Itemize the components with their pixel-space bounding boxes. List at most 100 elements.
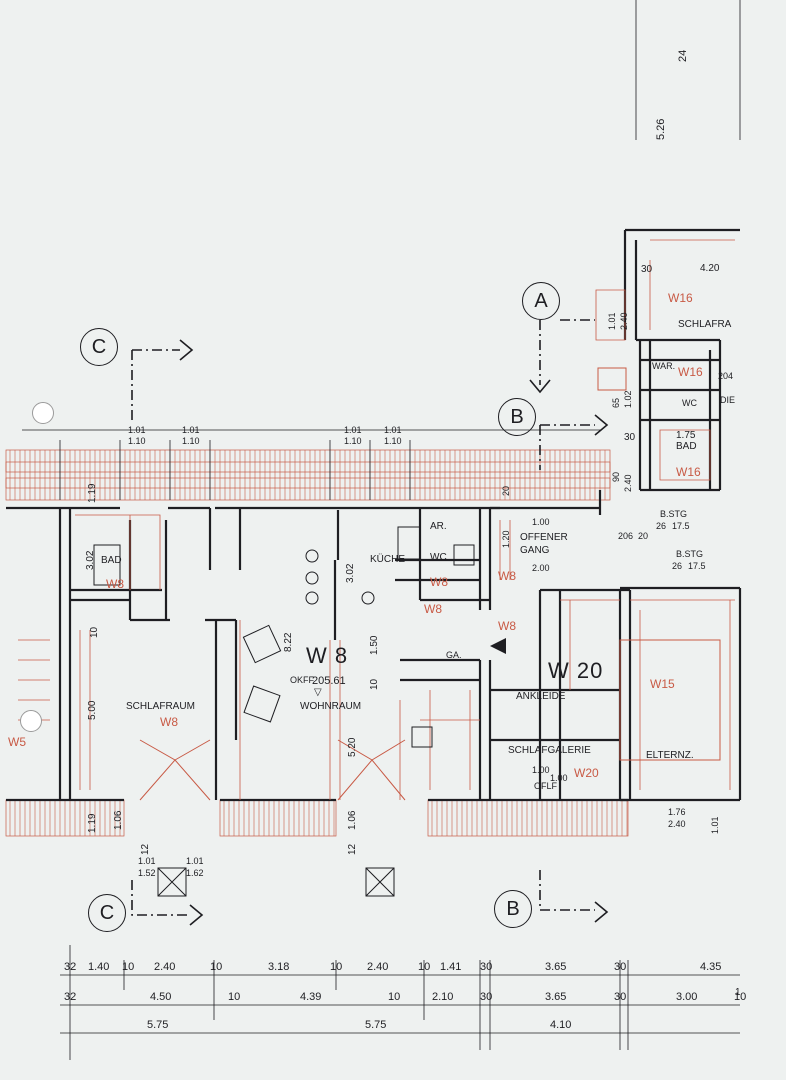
room-label-wc-right: WC bbox=[682, 398, 697, 408]
dimension-label: 1.00 bbox=[550, 773, 568, 783]
dimension-label: 30 bbox=[624, 432, 636, 443]
dimension-label: DIE bbox=[720, 395, 736, 405]
dimension-label: 1.41 bbox=[440, 961, 462, 973]
dimension-label: 12 bbox=[347, 843, 358, 855]
dimension-label: 10 bbox=[388, 991, 401, 1003]
dimension-label: 4.39 bbox=[300, 991, 322, 1003]
room-label-wohnraum: WOHNRAUM bbox=[300, 701, 362, 712]
dimension-label: 2.00 bbox=[532, 563, 550, 573]
section-marker-c: C bbox=[80, 328, 118, 366]
dimension-label: 1.75 bbox=[676, 430, 696, 441]
unit-tag: W5 bbox=[8, 735, 26, 749]
punch-hole bbox=[32, 402, 54, 424]
window-dimension: 1.52 bbox=[138, 868, 156, 878]
room-label-ga: GA. bbox=[446, 650, 462, 660]
window-dimension: 1.01 bbox=[128, 425, 146, 435]
window-dimension: 1.01 bbox=[384, 425, 402, 435]
dimension-label: 3.18 bbox=[268, 961, 290, 973]
window-dimension: 1.62 bbox=[186, 868, 204, 878]
section-marker-b: B bbox=[498, 398, 536, 436]
entry-stairs bbox=[139, 739, 406, 897]
dimension-label: 4.20 bbox=[700, 263, 720, 274]
unit-tag: W16 bbox=[678, 365, 703, 379]
dimension-label: 5.75 bbox=[365, 1019, 387, 1031]
furniture bbox=[93, 367, 721, 761]
dimension-label: 1.01 bbox=[607, 312, 617, 330]
unit-name-w8: W 8 bbox=[306, 643, 349, 668]
dimension-label: 90 bbox=[611, 471, 621, 482]
unit-tag: W20 bbox=[574, 766, 599, 780]
section-marker-b: B bbox=[494, 890, 532, 928]
dimension-label: 65 bbox=[611, 397, 621, 408]
window-dimension: 1.10 bbox=[344, 436, 362, 446]
room-label-elternz: ELTERNZ. bbox=[646, 750, 694, 761]
dimension-label: 2.10 bbox=[432, 991, 454, 1003]
unit-tag: W8 bbox=[498, 569, 516, 583]
dimension-label: 32 bbox=[64, 961, 77, 973]
dimension-label: B.STG bbox=[660, 509, 688, 519]
room-label-ar: AR. bbox=[430, 521, 447, 532]
dimension-label: 26 bbox=[656, 521, 667, 531]
dimension-label: 1.06 bbox=[113, 810, 124, 830]
room-label-wc: WC bbox=[430, 552, 447, 563]
room-label-offener-gang: OFFENER bbox=[520, 532, 568, 543]
dimension-label: 3.02 bbox=[345, 563, 356, 583]
room-label-bad: BAD bbox=[101, 555, 122, 566]
dimension-label: 1.19 bbox=[87, 483, 98, 503]
dimension-label: 206 bbox=[618, 531, 634, 541]
unit-tag: W16 bbox=[676, 465, 701, 479]
walls bbox=[6, 228, 742, 802]
dimension-label: 30 bbox=[480, 961, 493, 973]
unit-tag: W16 bbox=[668, 291, 693, 305]
dimension-label: 12 bbox=[140, 843, 151, 855]
window-dimension: 1.01 bbox=[138, 856, 156, 866]
dimension-label: 10 bbox=[228, 991, 241, 1003]
window-dimension: 1.01 bbox=[182, 425, 200, 435]
room-label-schlafgalerie: SCHLAFGALERIE bbox=[508, 745, 591, 756]
room-label-war: WAR. bbox=[652, 361, 676, 371]
room-label-schlafraum: SCHLAFRAUM bbox=[126, 701, 195, 712]
dimension-label: 2.40 bbox=[623, 474, 633, 492]
room-label-schlafra: SCHLAFRA bbox=[678, 319, 732, 330]
dimension-label: 5.26 bbox=[655, 118, 667, 140]
dimension-label: 8.22 bbox=[283, 632, 294, 652]
dimension-label: 1 bbox=[735, 987, 741, 998]
room-label-ankleide: ANKLEIDE bbox=[516, 691, 566, 702]
dimension-label: 30 bbox=[480, 991, 493, 1003]
unit-tag: W8 bbox=[498, 619, 516, 633]
dimension-label: 1.00 bbox=[532, 517, 550, 527]
dimension-label: 30 bbox=[614, 961, 627, 973]
dimension-label: 4.35 bbox=[700, 961, 722, 973]
dimension-label: 1.00 bbox=[532, 765, 550, 775]
unit-tag: W8 bbox=[160, 715, 178, 729]
room-label-oflf: OFLF bbox=[534, 781, 558, 791]
dimension-label: 17.5 bbox=[688, 561, 706, 571]
unit-area-prefix: OKFF bbox=[290, 675, 314, 685]
level-triangle: ▽ bbox=[314, 687, 322, 698]
dimension-label: 3.00 bbox=[676, 991, 698, 1003]
section-marker-c: C bbox=[88, 894, 126, 932]
dimension-label: 1.06 bbox=[347, 810, 358, 830]
dimension-label: 2.40 bbox=[668, 819, 686, 829]
punch-hole bbox=[20, 710, 42, 732]
dimension-label: 32 bbox=[64, 991, 77, 1003]
window-dimension: 1.01 bbox=[186, 856, 204, 866]
dimension-lines bbox=[22, 0, 741, 1060]
red-interior-lines bbox=[18, 239, 735, 800]
dimension-label: 5.20 bbox=[347, 737, 358, 757]
dimension-label: 2.40 bbox=[154, 961, 176, 973]
dimension-label: 1.76 bbox=[668, 807, 686, 817]
unit-name-w20: W 20 bbox=[548, 658, 604, 683]
dimension-label: 4.10 bbox=[550, 1019, 572, 1031]
dimension-label: 24 bbox=[677, 49, 689, 62]
window-dimension: 1.10 bbox=[128, 436, 146, 446]
dimension-label: 26 bbox=[672, 561, 683, 571]
dimension-label: 3.65 bbox=[545, 961, 567, 973]
dimension-label: 1.50 bbox=[369, 635, 380, 655]
section-marker-a: A bbox=[522, 282, 560, 320]
window-dimension: 1.10 bbox=[182, 436, 200, 446]
dimension-label: 30 bbox=[614, 991, 627, 1003]
room-label-kuche: KÜCHE bbox=[370, 554, 406, 565]
dimension-label: 1.19 bbox=[87, 813, 98, 833]
entrance-arrow bbox=[490, 638, 506, 654]
